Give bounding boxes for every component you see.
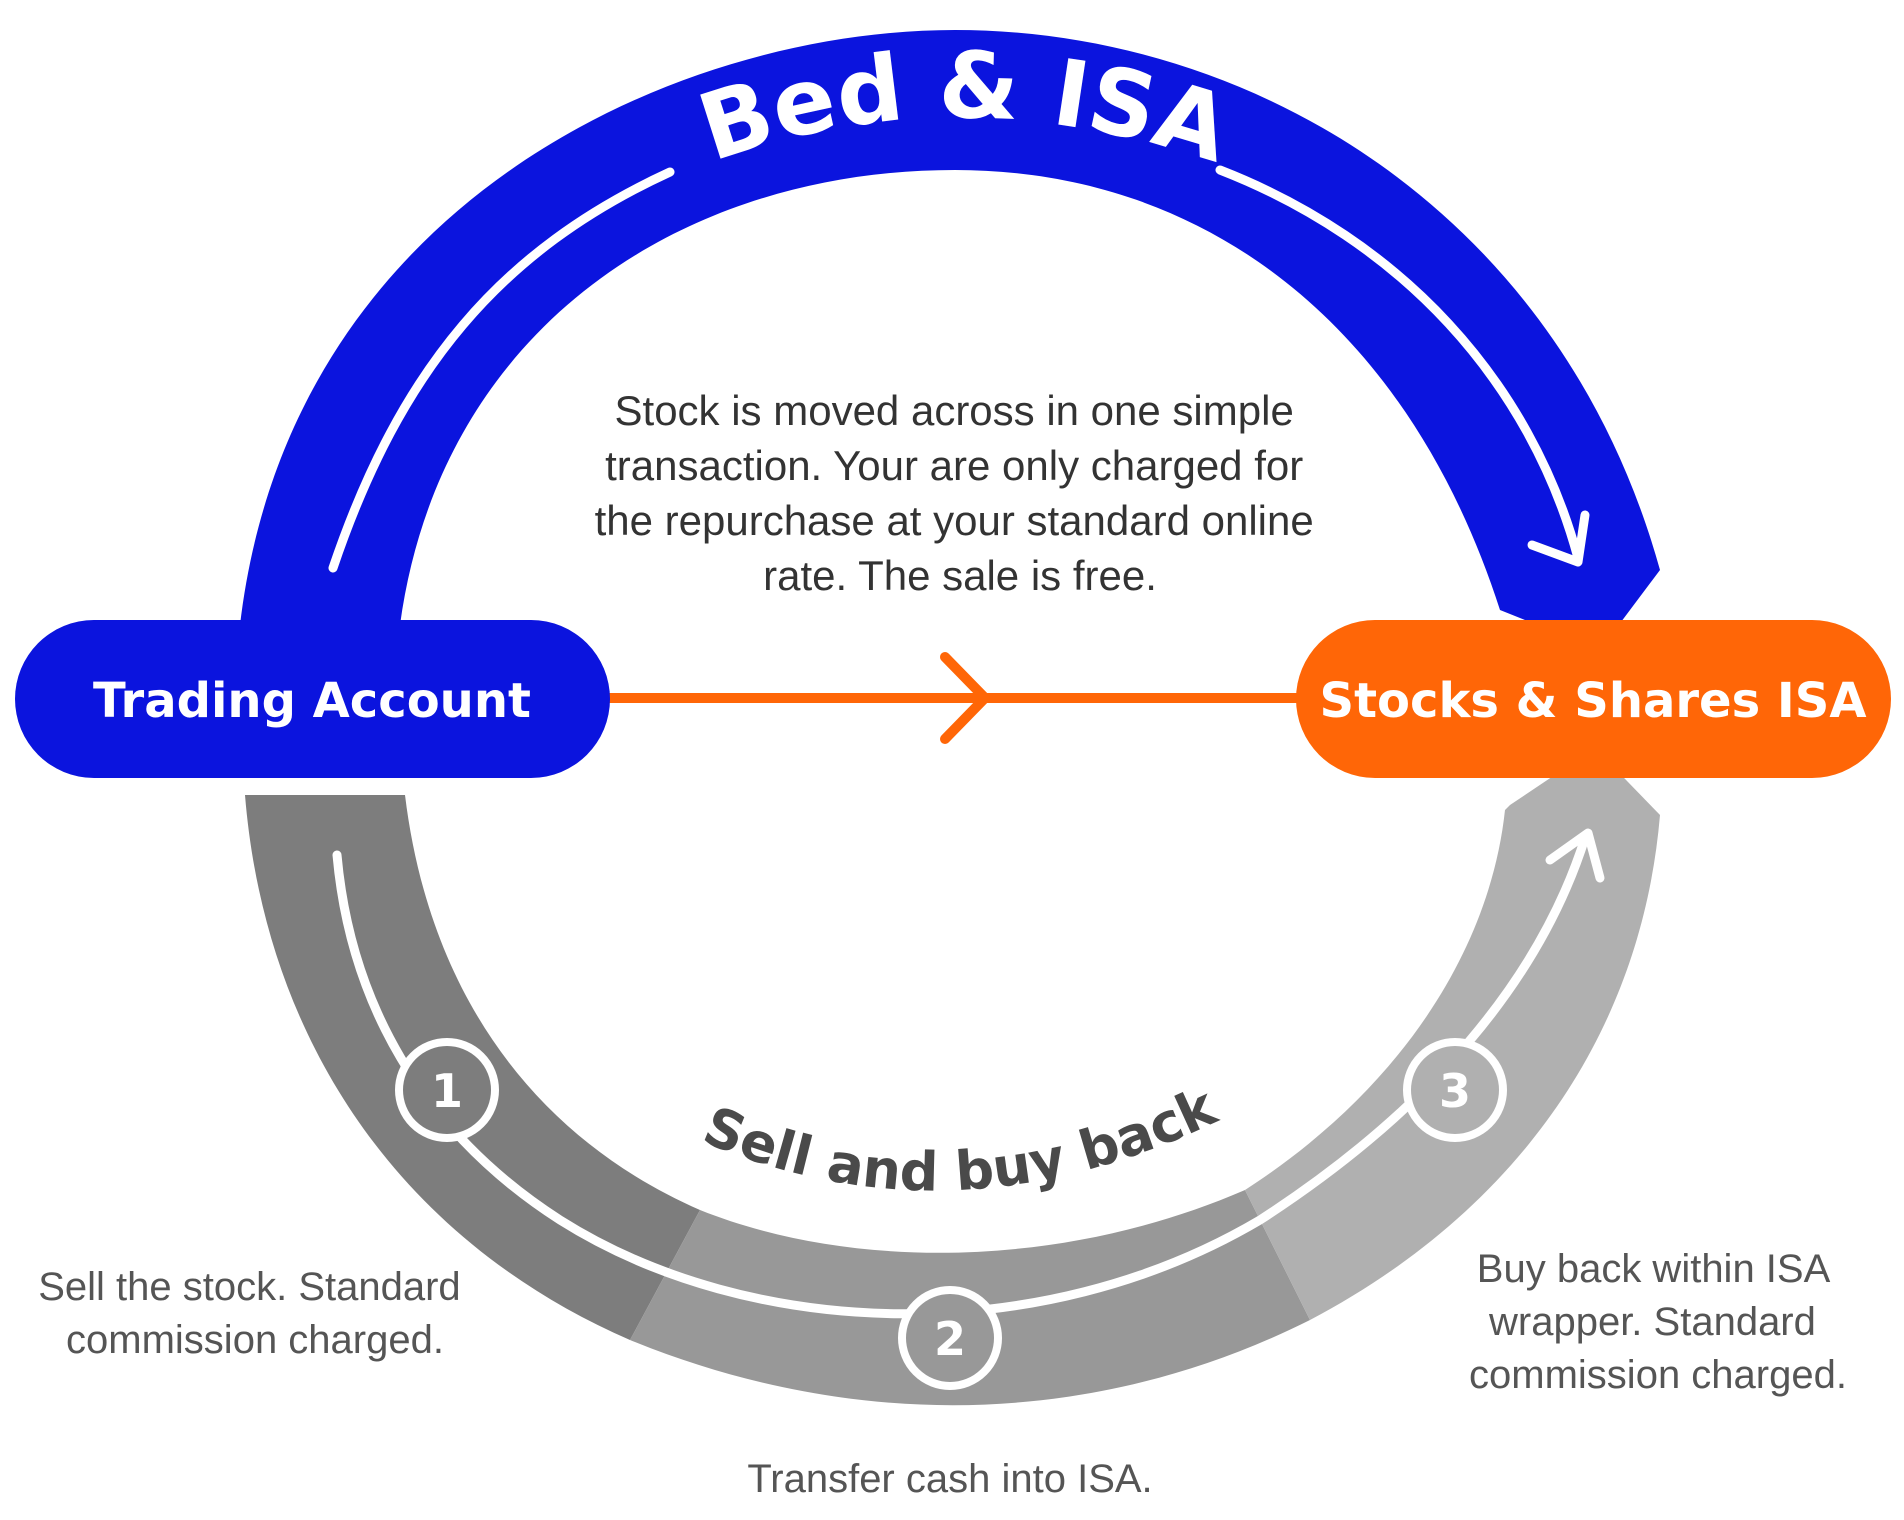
stocks-shares-isa-node: Stocks & Shares ISA (1296, 620, 1891, 778)
trading-account-label: Trading Account (93, 673, 531, 729)
step-3-note: Buy back within ISA wrapper. Standard co… (1469, 1247, 1847, 1397)
direct-transfer-arrowhead-icon (940, 652, 990, 744)
stocks-shares-isa-label: Stocks & Shares ISA (1320, 673, 1867, 729)
bed-and-isa-arc-line-right (1215, 165, 1583, 563)
step-number: 1 (431, 1064, 463, 1118)
description-line: Stock is moved across in one simple (615, 387, 1294, 434)
bed-and-isa-arrowhead-icon (1527, 510, 1590, 567)
bed-and-isa-description: Stock is moved across in one simple tran… (595, 387, 1326, 599)
description-line: rate. The sale is free. (763, 552, 1157, 599)
step-2-note: Transfer cash into ISA. (747, 1457, 1152, 1501)
step-number: 2 (934, 1312, 966, 1366)
step-2-badge: 2 (898, 1286, 1002, 1390)
step-number: 3 (1439, 1064, 1471, 1118)
sell-and-buy-back-title: Sell and buy back (695, 1074, 1226, 1203)
description-line: the repurchase at your standard online (595, 497, 1314, 544)
sell-arc-arrowhead-icon (1545, 828, 1605, 883)
step-1-badge: 1 (395, 1038, 499, 1142)
step-3-badge: 3 (1403, 1038, 1507, 1142)
step-1-note: Sell the stock. Standard commission char… (38, 1265, 472, 1362)
bed-and-isa-arc-line (328, 167, 675, 573)
sell-arc-segment-3 (1245, 748, 1660, 1320)
trading-account-node: Trading Account (15, 620, 610, 778)
description-line: transaction. Your are only charged for (605, 442, 1303, 489)
bed-and-isa-arc (240, 30, 1660, 650)
